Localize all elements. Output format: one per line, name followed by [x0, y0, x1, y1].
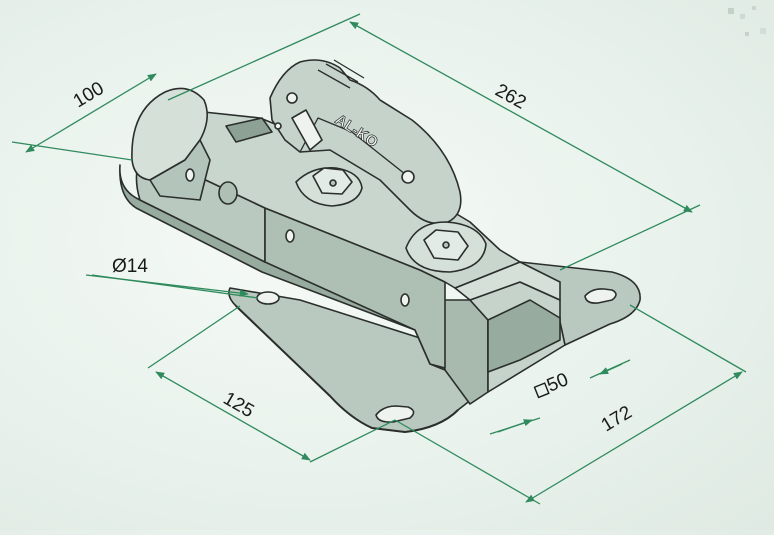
side-hole-1 [185, 168, 195, 182]
ext-line-262-b [559, 204, 701, 271]
dim-label-262: 262 [492, 80, 530, 114]
corner-texture [728, 6, 766, 36]
dim-label-172: 172 [598, 402, 636, 436]
side-hole-4 [400, 293, 410, 307]
ball-head-shade [149, 139, 211, 201]
front-plate-slot [375, 405, 415, 423]
lever-rivet-2 [274, 122, 282, 130]
ext-line-125-a [147, 305, 241, 369]
ext-line-262-a [167, 13, 361, 101]
dim-line-262 [349, 21, 693, 213]
ext-line-172-b [629, 304, 747, 373]
front-plate-edge [235, 305, 459, 433]
dim-line-50-a [497, 419, 533, 433]
lever-window [225, 117, 273, 143]
dim-line-125 [155, 371, 311, 461]
dim-line-50-b [599, 363, 623, 375]
lever-pivot-slot [291, 109, 323, 151]
side-hole-2 [218, 181, 238, 205]
u-channel-inner [487, 299, 561, 373]
coupling-part: AL-KO [119, 59, 641, 433]
rear-plate-slot [584, 288, 617, 304]
rear-bolt-center [442, 241, 450, 249]
side-hole-3 [285, 229, 295, 243]
ext-line-172-a [394, 419, 541, 505]
square-symbol [533, 382, 550, 399]
ext-line-125-b [309, 419, 396, 463]
dimension-lines [11, 13, 747, 505]
ext-line-100-a [11, 141, 133, 161]
dim-label-100: 100 [70, 78, 108, 112]
dim-label-125: 125 [220, 388, 258, 422]
dim-line-14 [85, 274, 249, 297]
dim-line-100 [25, 73, 157, 153]
front-bolt-center [329, 179, 337, 187]
front-plate-hole [256, 291, 280, 305]
dim-label-14: Ø14 [112, 256, 148, 277]
lever-rivet [286, 92, 298, 104]
lever-pin [401, 170, 415, 184]
dim-line-172 [525, 371, 743, 503]
